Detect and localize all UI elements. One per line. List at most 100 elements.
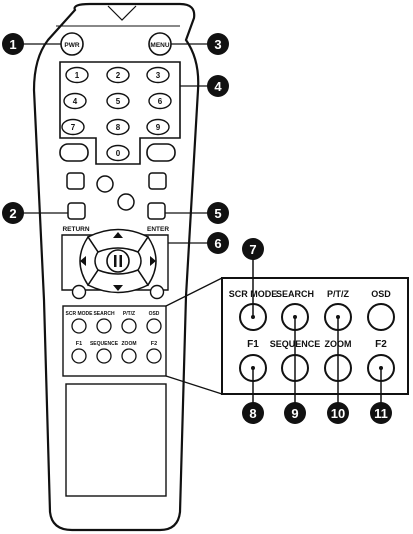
small-zoom-button[interactable] — [121, 348, 137, 364]
callout-11-number: 11 — [374, 406, 388, 421]
digit-8-button[interactable] — [106, 118, 130, 136]
small-label-f1: F1 — [76, 341, 82, 347]
callout-10-number: 10 — [331, 406, 345, 421]
digit-0-label: 0 — [116, 149, 121, 158]
direction-pad — [79, 228, 157, 294]
square-key-right-top[interactable] — [148, 172, 167, 190]
blank-left-button[interactable] — [59, 143, 89, 162]
arrow-up-icon — [113, 232, 123, 238]
small-label-zoom: ZOOM — [122, 341, 137, 347]
arrow-right-icon — [150, 256, 156, 266]
callout-1-number: 1 — [9, 37, 16, 52]
return-label: RETURN — [62, 226, 89, 233]
small-label-f2: F2 — [151, 341, 157, 347]
function-keys-frame — [62, 305, 167, 377]
callout-2-number: 2 — [9, 206, 16, 221]
digit-9-button[interactable] — [146, 118, 170, 136]
digit-3-label: 3 — [156, 71, 161, 80]
callout-11-badge — [370, 402, 392, 424]
callout-3-badge — [207, 33, 229, 55]
small-search-button[interactable] — [96, 318, 112, 334]
callout-9-number: 9 — [291, 406, 298, 421]
callout-6-number: 6 — [214, 236, 221, 251]
pause-icon-right — [119, 255, 122, 267]
digit-3-button[interactable] — [146, 66, 170, 84]
enter-button[interactable] — [147, 202, 166, 220]
callout-8-number: 8 — [249, 406, 256, 421]
digit-4-label: 4 — [73, 97, 78, 106]
remote-top-notch — [107, 5, 137, 21]
leader-dot — [293, 315, 297, 319]
round-key-lower[interactable] — [117, 193, 135, 211]
remote-lower-panel — [65, 383, 167, 497]
callout-badges: 1 3 4 2 5 6 7 8 9 10 11 — [2, 33, 392, 424]
small-label-ptz: P/T/Z — [123, 311, 135, 317]
callout-5-badge — [207, 202, 229, 224]
zoom-label-f2: F2 — [375, 339, 387, 350]
zoom-label-ptz: P/T/Z — [327, 289, 350, 299]
digit-1-button[interactable] — [65, 66, 89, 84]
pause-button[interactable] — [106, 249, 130, 273]
callout-10-badge — [327, 402, 349, 424]
return-button[interactable] — [67, 202, 86, 220]
callout-6-badge — [207, 232, 229, 254]
dpad-left-button[interactable] — [79, 235, 99, 287]
callout-7-badge — [242, 238, 264, 260]
keypad-frame — [59, 61, 181, 165]
zoom-label-osd: OSD — [371, 289, 391, 299]
callout-4-number: 4 — [214, 79, 222, 94]
leader-dot — [379, 366, 383, 370]
leader-dot — [336, 315, 340, 319]
digit-1-label: 1 — [75, 71, 80, 80]
zoom-connector-top — [165, 277, 223, 307]
digit-5-button[interactable] — [106, 92, 130, 110]
callout-4-badge — [207, 75, 229, 97]
pause-icon-left — [114, 255, 117, 267]
small-label-osd: OSD — [149, 311, 160, 317]
dpad-right-button[interactable] — [137, 235, 157, 287]
digit-pad: 1 2 3 4 5 6 7 8 9 0 — [61, 66, 172, 162]
digit-2-button[interactable] — [106, 66, 130, 84]
digit-7-button[interactable] — [61, 118, 85, 136]
small-f2-button[interactable] — [146, 348, 162, 364]
round-key-bottom-left[interactable] — [71, 284, 87, 300]
digit-0-button[interactable] — [106, 144, 130, 162]
small-label-search: SEARCH — [93, 311, 115, 317]
small-ptz-button[interactable] — [121, 318, 137, 334]
digit-5-label: 5 — [116, 97, 121, 106]
digit-8-label: 8 — [116, 123, 121, 132]
zoom-label-search: SEARCH — [276, 289, 314, 299]
digit-7-label: 7 — [71, 123, 76, 132]
enter-label: ENTER — [147, 226, 169, 233]
zoom-label-f1: F1 — [247, 339, 259, 350]
digit-4-button[interactable] — [63, 92, 87, 110]
digit-9-label: 9 — [156, 123, 161, 132]
callout-8-badge — [242, 402, 264, 424]
zoom-connector-bottom — [165, 375, 223, 395]
arrow-left-icon — [80, 256, 86, 266]
small-label-scr-mode: SCR MODE — [66, 311, 94, 317]
leader-dot — [251, 366, 255, 370]
zoom-osd-button[interactable] — [367, 303, 395, 331]
small-label-sequence: SEQUENCE — [90, 341, 119, 347]
blank-right-button[interactable] — [146, 143, 176, 162]
round-key-bottom-right[interactable] — [149, 284, 165, 300]
small-f1-button[interactable] — [71, 348, 87, 364]
small-scr-mode-button[interactable] — [71, 318, 87, 334]
small-sequence-button[interactable] — [96, 348, 112, 364]
pwr-label: PWR — [64, 42, 79, 49]
digit-6-label: 6 — [158, 97, 163, 106]
small-osd-button[interactable] — [146, 318, 162, 334]
digit-6-button[interactable] — [148, 92, 172, 110]
callout-3-number: 3 — [214, 37, 221, 52]
arrow-down-icon — [113, 285, 123, 291]
callout-1-badge — [2, 33, 24, 55]
small-function-keys: SCR MODE SEARCH P/T/Z OSD F1 SEQUENCE ZO… — [66, 311, 162, 364]
callout-5-number: 5 — [214, 206, 221, 221]
menu-label: MENU — [150, 42, 169, 49]
round-key-upper[interactable] — [96, 175, 114, 193]
callout-7-number: 7 — [249, 242, 256, 257]
square-key-left-top[interactable] — [66, 172, 85, 190]
digit-2-label: 2 — [116, 71, 121, 80]
